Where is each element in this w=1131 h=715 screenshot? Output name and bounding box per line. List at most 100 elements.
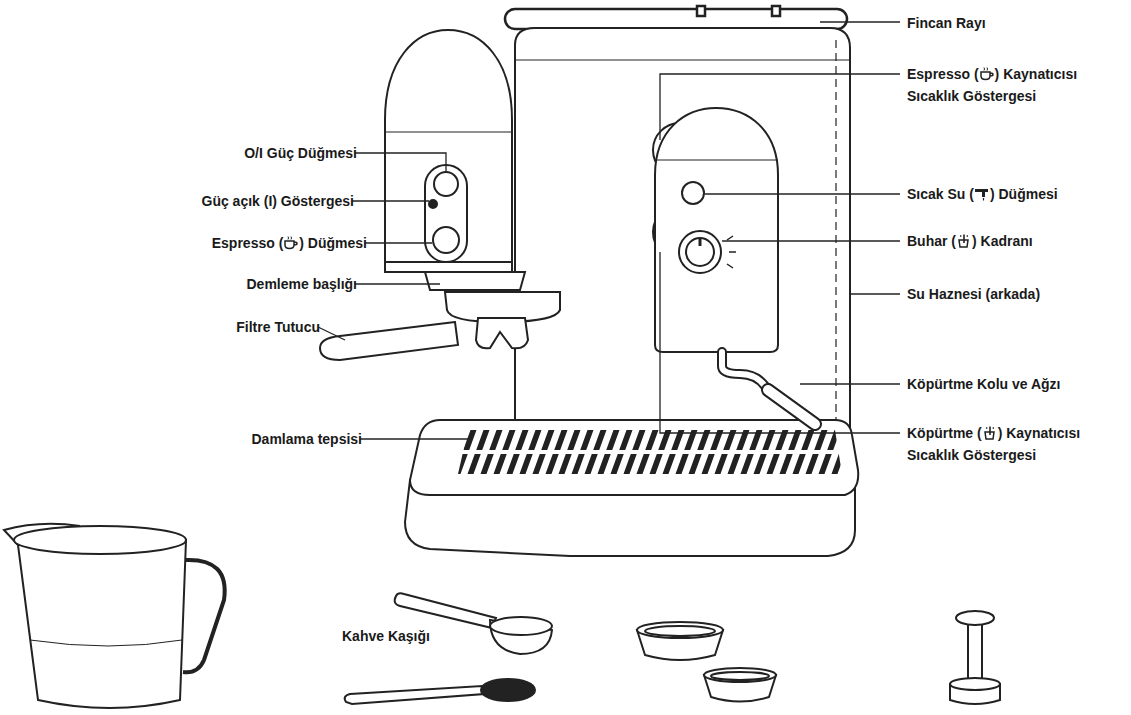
leader-lines-part — [355, 283, 440, 284]
filter-baskets — [637, 622, 776, 702]
right-tower-part — [729, 251, 736, 253]
steam-icon — [956, 233, 972, 253]
leader-lines-part — [360, 438, 470, 439]
leader-lines-part — [850, 293, 900, 294]
cup-icon-part — [984, 68, 988, 71]
left-tower-part — [385, 30, 512, 270]
label-group: Köpürtme () Kaynatıcısı Sıcaklık Gösterg… — [907, 423, 1122, 465]
label-group: Espresso () Kaynatıcısı Sıcaklık Gösterg… — [907, 64, 1122, 106]
coffee-scoop-part — [490, 617, 552, 635]
leader-lines-part — [722, 240, 900, 241]
part-label: Sıcak Su ( — [907, 186, 974, 202]
left-tower-part — [434, 172, 458, 196]
filter-baskets-part — [704, 668, 776, 682]
brew-head-and-filter-holder-part — [476, 318, 528, 348]
part-label: Kahve Kaşığı — [342, 628, 430, 644]
faucet-icon-part — [983, 198, 984, 201]
faucet-icon — [974, 186, 990, 206]
cup-rail-part — [505, 9, 847, 29]
filter-baskets-part — [637, 622, 723, 638]
machine-body-part — [835, 40, 836, 430]
leader-lines-part — [660, 74, 900, 140]
right-tower-part — [655, 160, 778, 161]
filter-baskets-part — [711, 672, 769, 680]
tamper — [950, 611, 1000, 704]
part-label: ) Düğmesi — [299, 235, 367, 251]
label-group: Güç açık (I) Göstergesi — [202, 191, 355, 211]
leader-lines-part — [318, 327, 345, 340]
label-group: Filtre Tutucu — [236, 317, 320, 337]
cleaning-brush — [345, 679, 535, 704]
steam-icon — [982, 425, 998, 445]
steam-wand — [722, 352, 815, 424]
part-label: O/I Güç Düğmesi — [244, 145, 357, 161]
part-label: Köpürtme ( — [907, 425, 982, 441]
cleaning-brush-part — [345, 686, 484, 704]
leader-lines-part — [705, 193, 900, 194]
machine-body-part — [515, 28, 850, 445]
steam-icon-part — [961, 235, 968, 237]
drip-tray-part — [455, 450, 845, 454]
left-tower-part — [425, 165, 467, 262]
milk-pitcher-part — [18, 540, 186, 708]
tamper-part — [968, 620, 982, 682]
tamper-part — [950, 678, 1000, 690]
leader-lines — [318, 22, 900, 439]
leader-lines-part — [820, 21, 900, 22]
machine-body-part — [515, 60, 850, 61]
tamper-part — [956, 611, 994, 625]
cup-icon-part — [288, 237, 292, 240]
steam-wand-part — [768, 390, 815, 424]
steam-icon-part — [989, 427, 991, 436]
label-group: Köpürtme Kolu ve Ağzı — [907, 374, 1061, 394]
leader-lines-part — [365, 242, 432, 243]
right-tower-part — [727, 236, 733, 240]
right-tower-part — [679, 231, 721, 273]
leader-lines-part — [352, 200, 429, 201]
label-group: Demleme başlığı — [247, 274, 358, 294]
label-group: Su Haznesi (arkada) — [907, 284, 1040, 304]
cup-rail-part — [772, 6, 780, 16]
left-tower-part — [385, 132, 512, 133]
left-tower-part — [433, 227, 459, 253]
filter-baskets-part — [645, 626, 715, 636]
part-label: Demleme başlığı — [247, 276, 358, 292]
part-label: Su Haznesi (arkada) — [907, 286, 1040, 302]
right-tower — [655, 108, 778, 352]
label-group: Kahve Kaşığı — [342, 626, 430, 646]
milk-pitcher-part — [30, 640, 182, 646]
left-tower — [385, 30, 512, 272]
part-label: Fincan Rayı — [907, 15, 986, 31]
milk-pitcher — [4, 524, 225, 708]
cup-icon — [283, 235, 299, 255]
leader-lines-part — [355, 153, 446, 172]
label-group: Buhar () Kadranı — [907, 231, 1033, 253]
label-group: Damlama tepsisi — [252, 429, 363, 449]
coffee-scoop — [395, 593, 552, 654]
cup-icon — [979, 66, 995, 86]
leader-lines-part — [800, 383, 900, 384]
label-group: Sıcak Su () Düğmesi — [907, 184, 1058, 206]
right-tower-part — [682, 182, 704, 204]
machine-body — [515, 28, 850, 445]
milk-pitcher-part — [183, 560, 225, 672]
part-label: Güç açık (I) Göstergesi — [202, 193, 355, 209]
part-label: Espresso ( — [907, 66, 979, 82]
drip-tray — [405, 420, 860, 556]
part-label: ) Kadranı — [972, 233, 1033, 249]
steam-icon-part — [963, 235, 965, 244]
left-tower-part — [429, 200, 437, 208]
leader-lines-part — [660, 252, 900, 433]
right-tower-part — [699, 238, 702, 246]
right-tower-part — [655, 108, 778, 352]
cup-icon-part — [285, 241, 297, 249]
cup-icon-part — [981, 72, 993, 80]
coffee-scoop-part — [395, 593, 496, 628]
cup-rail — [505, 6, 847, 29]
right-tower-part — [727, 264, 733, 268]
left-tower-part — [385, 262, 512, 272]
part-label: Espresso ( — [212, 235, 284, 251]
steam-wand-part — [768, 390, 815, 424]
